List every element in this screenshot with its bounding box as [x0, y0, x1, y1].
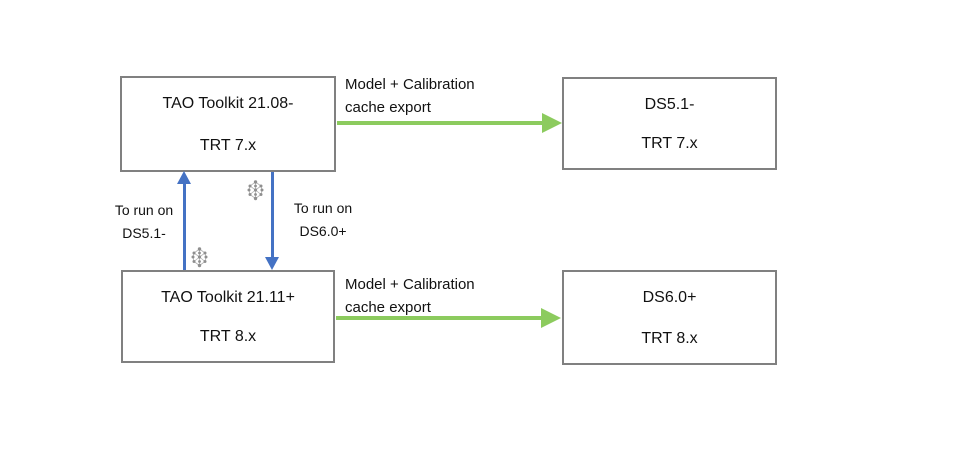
- box-subtitle: TRT 7.x: [641, 135, 698, 152]
- box-ds-60: DS6.0+ TRT 8.x: [562, 270, 777, 365]
- label-line: To run on: [114, 202, 174, 218]
- blue-arrow-up-head-icon: [177, 171, 191, 184]
- green-arrow-head-icon: [541, 308, 561, 328]
- blue-arrow-down-label: To run on DS6.0+: [281, 197, 365, 243]
- box-subtitle: TRT 8.x: [199, 328, 257, 345]
- green-arrow-head-icon: [542, 113, 562, 133]
- label-line: cache export: [345, 299, 431, 316]
- blue-arrow-down-line: [271, 172, 274, 258]
- green-arrow-label: Model + Calibration cache export: [345, 73, 475, 119]
- box-title: TAO Toolkit 21.11+: [161, 289, 295, 306]
- blue-arrow-up-label: To run on DS5.1-: [102, 199, 186, 245]
- box-subtitle: TRT 8.x: [641, 330, 698, 347]
- box-title: DS6.0+: [642, 289, 697, 306]
- box-title: DS5.1-: [644, 96, 695, 113]
- label-line: DS5.1-: [122, 225, 166, 241]
- label-line: DS6.0+: [299, 223, 347, 239]
- network-model-icon: [247, 180, 264, 201]
- box-subtitle: TRT 7.x: [199, 137, 257, 154]
- box-title: TAO Toolkit 21.08-: [162, 95, 294, 112]
- blue-arrow-down-head-icon: [265, 257, 279, 270]
- blue-arrow-up-line: [183, 183, 186, 270]
- label-line: To run on: [293, 200, 353, 216]
- green-arrow-line: [336, 316, 542, 320]
- box-ds-51: DS5.1- TRT 7.x: [562, 77, 777, 170]
- green-arrow-label: Model + Calibration cache export: [345, 273, 475, 319]
- label-line: Model + Calibration: [345, 276, 475, 293]
- box-tao-toolkit-2111: TAO Toolkit 21.11+ TRT 8.x: [121, 270, 335, 363]
- box-tao-toolkit-2108: TAO Toolkit 21.08- TRT 7.x: [120, 76, 336, 172]
- label-line: Model + Calibration: [345, 76, 475, 93]
- network-model-icon: [191, 247, 208, 268]
- label-line: cache export: [345, 99, 431, 116]
- green-arrow-line: [337, 121, 543, 125]
